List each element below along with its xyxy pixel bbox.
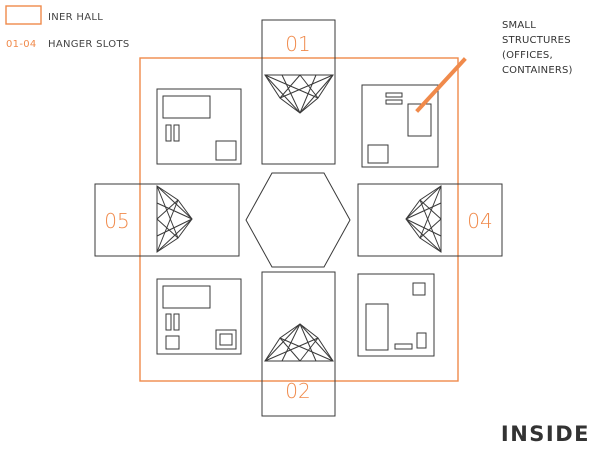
small-structure-bottom-right	[357, 273, 435, 357]
slot-number-05: 05	[104, 209, 129, 233]
inner-hall-outline	[139, 57, 459, 382]
annotation-small-structures: SMALL STRUCTURES (OFFICES, CONTAINERS)	[502, 20, 573, 76]
small-structure-bottom-left	[156, 278, 242, 355]
central-hexagon	[245, 172, 351, 268]
aircraft-icon-slot-04	[405, 185, 442, 253]
hangar-slot-02	[261, 271, 336, 417]
slot-number-04: 04	[467, 209, 492, 233]
annotation-line-3: (OFFICES,	[502, 50, 553, 61]
legend-label-hanger-slots: HANGER SLOTS	[48, 39, 130, 50]
hangar-slot-05	[94, 183, 240, 257]
aircraft-icon-slot-05	[156, 185, 193, 253]
aircraft-icon-slot-02	[264, 323, 334, 362]
legend-label-inner-hall: INER HALL	[48, 12, 103, 23]
small-structure-top-left	[156, 88, 242, 165]
view-label-inside: INSIDE	[501, 422, 590, 446]
legend-code-hanger-slots: 01-04	[6, 39, 37, 50]
slot-number-01: 01	[285, 32, 310, 56]
legend-swatch-inner-hall	[5, 5, 42, 25]
annotation-line-4: CONTAINERS)	[502, 65, 573, 76]
small-structure-top-right	[361, 84, 439, 168]
annotation-line-2: STRUCTURES	[502, 35, 571, 46]
annotation-pointer-line	[415, 57, 467, 113]
hangar-slot-04	[357, 183, 503, 257]
annotation-line-1: SMALL	[502, 20, 536, 31]
legend: INER HALL 01-04 HANGER SLOTS	[5, 5, 130, 50]
aircraft-icon-slot-01	[264, 74, 334, 114]
hangar-slot-01	[261, 19, 336, 165]
slot-number-02: 02	[285, 379, 310, 403]
